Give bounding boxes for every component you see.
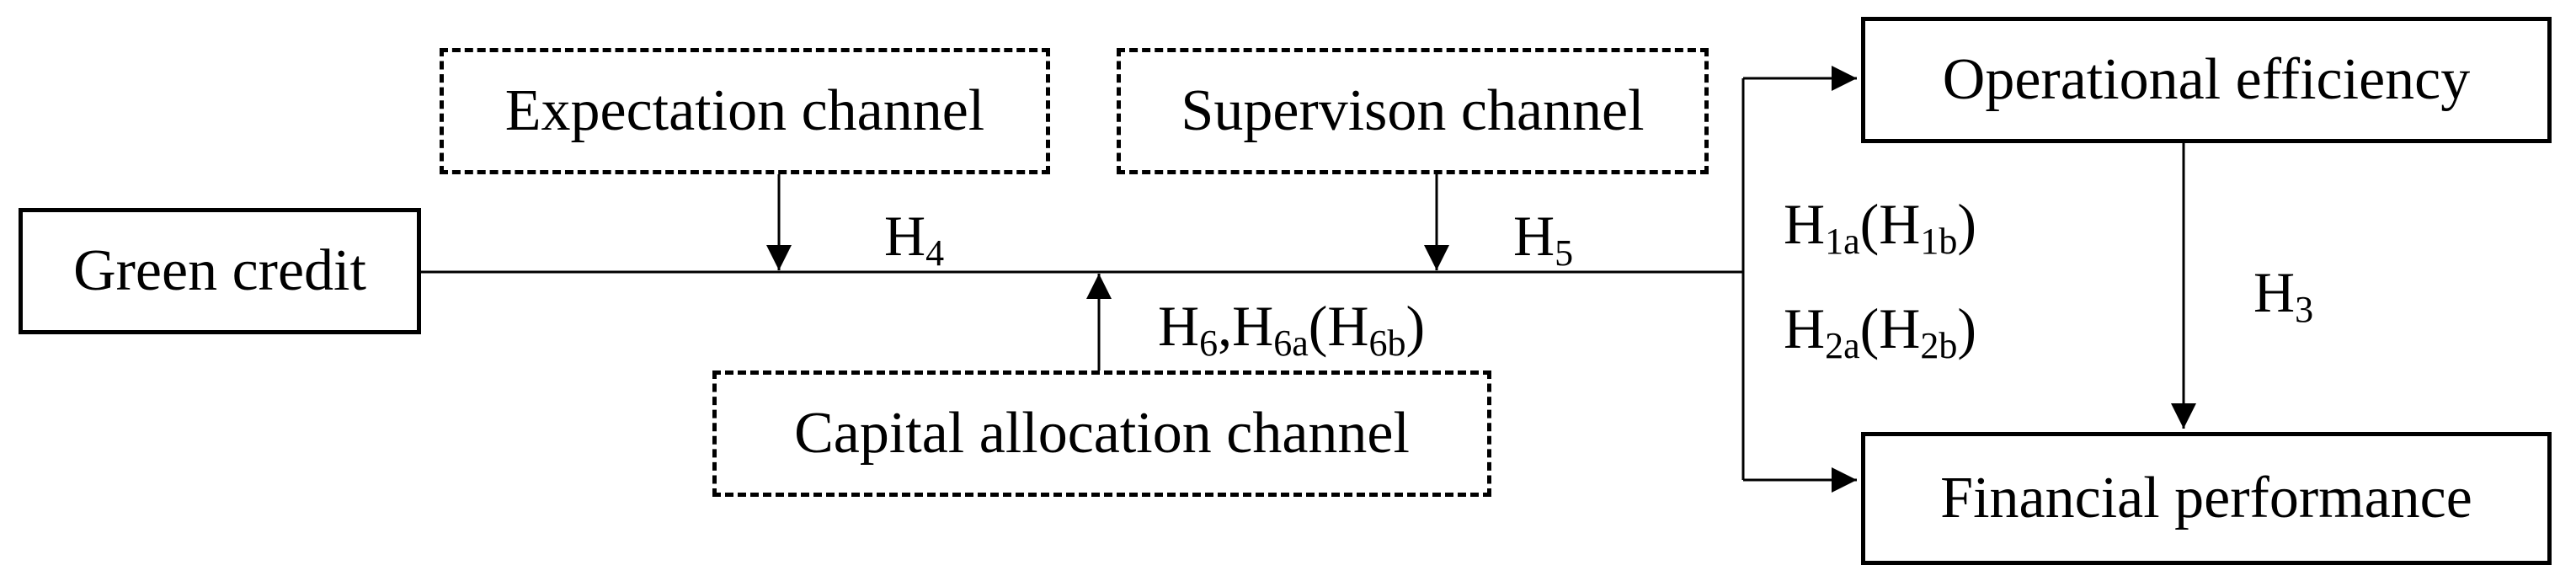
hypothesis-h5-label: H5 xyxy=(1513,204,1574,274)
hypothesis-h1-label: H1a(H1b) xyxy=(1784,192,1977,262)
node-expectation-channel-label: Expectation channel xyxy=(504,78,985,143)
node-capital-allocation-channel: Capital allocation channel xyxy=(712,370,1491,497)
hypothesis-h6-label: H6,H6a(H6b) xyxy=(1158,294,1426,364)
node-green-credit: Green credit xyxy=(19,208,421,334)
hypothesis-h2-label: H2a(H2b) xyxy=(1784,296,1977,366)
hypothesis-h3-label: H3 xyxy=(2253,260,2314,330)
node-financial-performance-label: Financial performance xyxy=(1940,466,2472,530)
node-financial-performance: Financial performance xyxy=(1861,432,2552,565)
node-green-credit-label: Green credit xyxy=(73,238,366,303)
node-supervision-channel: Supervison channel xyxy=(1117,48,1709,174)
node-operational-efficiency: Operational efficiency xyxy=(1861,17,2552,143)
node-operational-efficiency-label: Operational efficiency xyxy=(1942,47,2471,112)
node-capital-allocation-channel-label: Capital allocation channel xyxy=(794,401,1410,466)
node-supervision-channel-label: Supervison channel xyxy=(1181,78,1645,143)
node-expectation-channel: Expectation channel xyxy=(440,48,1050,174)
hypothesis-h4-label: H4 xyxy=(884,204,945,274)
